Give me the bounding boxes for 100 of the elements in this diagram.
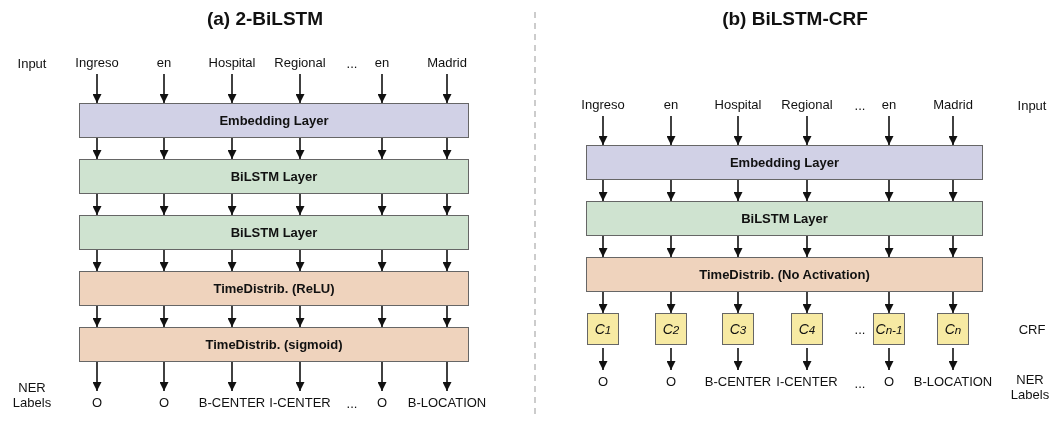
arrow	[733, 179, 743, 202]
layer-box: TimeDistrib. (No Activation)	[586, 257, 983, 292]
arrow	[884, 179, 894, 202]
layer-box: TimeDistrib. (ReLU)	[79, 271, 469, 306]
arrow	[598, 291, 608, 314]
arrow	[159, 73, 169, 104]
arrow	[377, 137, 387, 160]
layer-box: TimeDistrib. (sigmoid)	[79, 327, 469, 362]
input-word: Ingreso	[581, 97, 625, 113]
panel-title: (b) BiLSTM-CRF	[722, 8, 868, 30]
ner-tag: O	[158, 395, 170, 411]
arrow	[802, 179, 812, 202]
arrow	[92, 305, 102, 328]
arrow	[295, 305, 305, 328]
layer-box: Embedding Layer	[586, 145, 983, 180]
input-word: en	[156, 55, 172, 71]
panel-title: (a) 2-BiLSTM	[206, 8, 324, 30]
arrow	[92, 193, 102, 216]
row-label: CRF	[1018, 322, 1046, 337]
input-word: Madrid	[427, 55, 467, 71]
arrow	[442, 137, 452, 160]
input-word: en	[374, 55, 390, 71]
ner-tag: O	[665, 374, 677, 390]
ner-tag: O	[376, 395, 388, 411]
arrow	[377, 305, 387, 328]
arrow	[377, 249, 387, 272]
input-word: en	[881, 97, 897, 113]
input-word: en	[663, 97, 679, 113]
row-label: NER Labels	[1010, 372, 1050, 402]
ellipsis: ...	[854, 322, 866, 337]
arrow	[666, 115, 676, 146]
arrow	[666, 291, 676, 314]
arrow	[92, 137, 102, 160]
row-label: NER Labels	[12, 380, 52, 410]
arrow	[666, 347, 676, 371]
arrow	[884, 235, 894, 258]
ner-tag: B-CENTER	[704, 374, 772, 390]
arrow	[377, 73, 387, 104]
arrow	[227, 193, 237, 216]
arrow	[733, 291, 743, 314]
arrow	[92, 249, 102, 272]
input-word: Madrid	[933, 97, 973, 113]
arrow	[227, 305, 237, 328]
arrow	[598, 347, 608, 371]
arrow	[948, 179, 958, 202]
input-word: Hospital	[208, 55, 256, 71]
ner-tag: I-CENTER	[269, 395, 331, 411]
arrow	[159, 305, 169, 328]
arrow	[733, 115, 743, 146]
arrow	[159, 249, 169, 272]
arrow	[802, 115, 812, 146]
arrow	[377, 193, 387, 216]
arrow	[295, 193, 305, 216]
arrow	[948, 347, 958, 371]
arrow	[227, 73, 237, 104]
arrow	[442, 305, 452, 328]
arrow	[733, 235, 743, 258]
arrow	[666, 179, 676, 202]
ner-tag: O	[883, 374, 895, 390]
row-label: Input	[1017, 98, 1047, 113]
input-word: Regional	[274, 55, 326, 71]
arrow	[442, 249, 452, 272]
arrow	[948, 291, 958, 314]
layer-box: BiLSTM Layer	[586, 201, 983, 236]
layer-box: BiLSTM Layer	[79, 215, 469, 250]
arrow	[884, 347, 894, 371]
ner-tag: O	[91, 395, 103, 411]
input-word: Regional	[781, 97, 833, 113]
arrow	[295, 361, 305, 392]
arrow	[442, 73, 452, 104]
arrow	[159, 361, 169, 392]
ner-tag: B-CENTER	[198, 395, 266, 411]
ellipsis: ...	[346, 56, 358, 71]
arrow	[295, 137, 305, 160]
arrow	[442, 361, 452, 392]
arrow	[802, 291, 812, 314]
arrow	[666, 235, 676, 258]
arrow	[442, 193, 452, 216]
arrow	[159, 137, 169, 160]
arrow	[295, 73, 305, 104]
ner-tag: B-LOCATION	[913, 374, 993, 390]
arrow	[227, 137, 237, 160]
arrow	[884, 115, 894, 146]
ellipsis: ...	[854, 376, 866, 391]
arrow	[598, 115, 608, 146]
arrow	[377, 361, 387, 392]
arrow	[948, 235, 958, 258]
arrow	[92, 73, 102, 104]
ner-tag: B-LOCATION	[407, 395, 487, 411]
arrow	[92, 361, 102, 392]
layer-box: BiLSTM Layer	[79, 159, 469, 194]
arrow	[948, 115, 958, 146]
row-label: Input	[17, 56, 47, 71]
arrow	[227, 249, 237, 272]
input-word: Hospital	[714, 97, 762, 113]
arrow	[802, 235, 812, 258]
ner-tag: O	[597, 374, 609, 390]
ellipsis: ...	[346, 396, 358, 411]
arrow	[802, 347, 812, 371]
arrow	[598, 235, 608, 258]
